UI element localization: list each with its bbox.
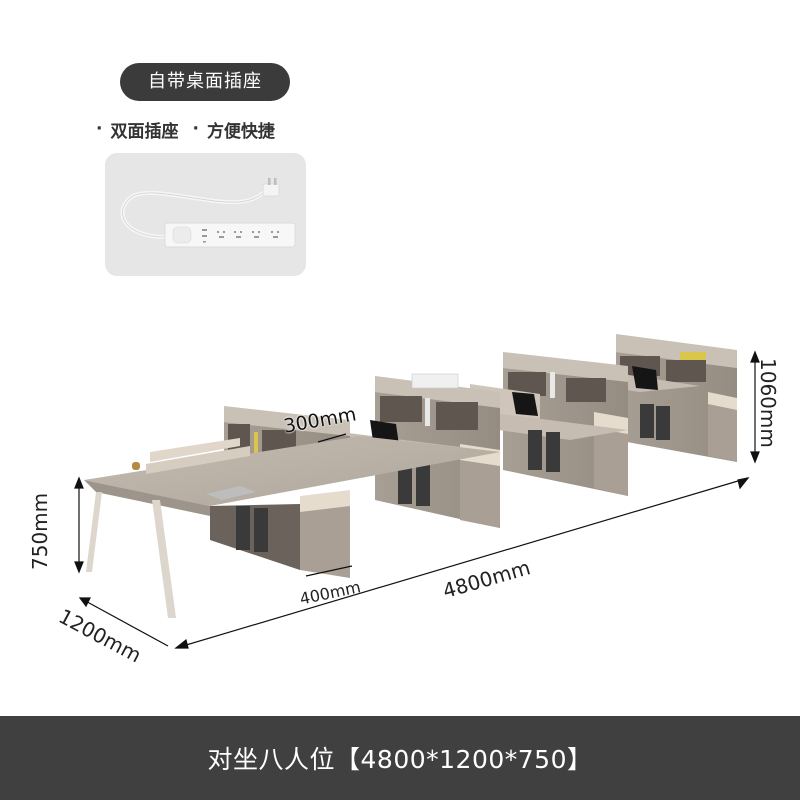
feature-item: · 方便快捷 — [192, 116, 274, 142]
power-strip-icon — [120, 178, 296, 248]
feature-badge: 自带桌面插座 — [120, 63, 290, 101]
feature-list: · 双面插座 · 方便快捷 — [96, 116, 275, 142]
workstation-illustration — [74, 334, 760, 649]
dimension-height: 750mm — [28, 492, 52, 570]
bullet: · — [96, 119, 103, 139]
product-spec-title: 对坐八人位【4800*1200*750】 — [207, 745, 593, 774]
dimension-overall-height: 1060mm — [756, 358, 780, 448]
bullet: · — [192, 119, 199, 139]
feature-label: 方便快捷 — [206, 121, 275, 142]
workstation-unit-1 — [84, 406, 500, 618]
feature-item: · 双面插座 — [96, 116, 178, 142]
workstation-unit-3 — [470, 352, 628, 496]
dimension-lines — [74, 350, 760, 649]
feature-label: 双面插座 — [110, 121, 179, 142]
power-strip-image — [105, 153, 306, 276]
product-spec-footer: 对坐八人位【4800*1200*750】 — [0, 716, 800, 800]
